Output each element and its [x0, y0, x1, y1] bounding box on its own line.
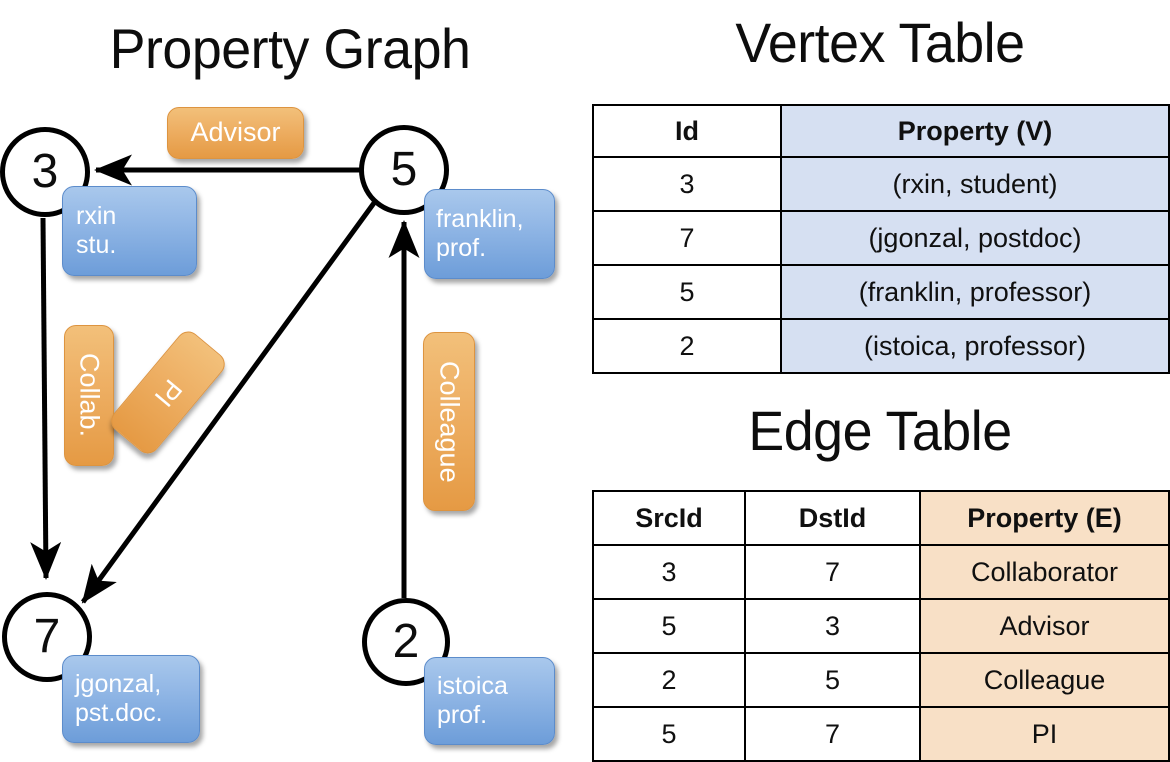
edge-label-text-pi: PI [148, 373, 189, 413]
node-property-label-franklin: franklin, prof. [424, 189, 555, 279]
vertex-table-row[interactable]: 7 (jgonzal, postdoc) [592, 210, 1170, 266]
node-property-label-rxin: rxin stu. [62, 186, 197, 276]
page-title-vertex-table: Vertex Table [735, 11, 1025, 74]
edge-table-header-dstid: DstId [744, 490, 921, 546]
edge-label-text-colleague: Colleague [434, 360, 465, 483]
vertex-cell-property: (istoica, professor) [780, 318, 1170, 374]
node-property-label-istoica: istoica prof. [424, 657, 555, 745]
edge-line-collab [30, 217, 62, 580]
property-graph-diagram: 3 5 7 2 rxin stu. franklin, prof. jgonza… [0, 0, 585, 760]
edge-label-colleague: Colleague [423, 332, 475, 511]
edge-cell-property: PI [919, 706, 1170, 762]
node-property-text-rxin: rxin stu. [76, 201, 117, 260]
edge-table-row[interactable]: 5 3 Advisor [592, 598, 1170, 654]
edge-label-advisor: Advisor [167, 107, 304, 159]
edge-line-pi [80, 201, 377, 604]
node-property-text-franklin: franklin, prof. [436, 204, 524, 263]
vertex-cell-id: 2 [592, 318, 782, 374]
graph-node-5[interactable]: 5 [359, 125, 449, 215]
edge-cell-dst: 7 [744, 706, 921, 762]
edge-table-header-srcid: SrcId [592, 490, 746, 546]
vertex-cell-id: 7 [592, 210, 782, 266]
graph-node-5-id: 5 [390, 143, 418, 196]
graph-edges-svg [30, 154, 420, 604]
edge-cell-property: Colleague [919, 652, 1170, 708]
edge-label-collab: Collab. [64, 325, 114, 466]
edge-label-text-collab: Collab. [74, 353, 105, 438]
page-title-edge-table: Edge Table [748, 399, 1012, 462]
edge-cell-src: 5 [592, 598, 746, 654]
graph-node-2-id: 2 [392, 615, 420, 668]
graph-node-3-id: 3 [31, 145, 59, 198]
edge-table-header-row: SrcId DstId Property (E) [592, 490, 1170, 546]
edge-cell-src: 5 [592, 706, 746, 762]
page-title-property-graph: Property Graph [109, 17, 471, 80]
edge-cell-dst: 7 [744, 544, 921, 600]
graph-node-7-id: 7 [33, 610, 61, 663]
node-property-label-jgonzal: jgonzal, pst.doc. [62, 655, 200, 743]
edge-table-header-property: Property (E) [919, 490, 1170, 546]
vertex-table-header-id: Id [592, 104, 782, 158]
vertex-cell-property: (franklin, professor) [780, 264, 1170, 320]
vertex-table-row[interactable]: 2 (istoica, professor) [592, 318, 1170, 374]
vertex-cell-property: (rxin, student) [780, 156, 1170, 212]
vertex-table-row[interactable]: 3 (rxin, student) [592, 156, 1170, 212]
graph-node-2[interactable]: 2 [362, 598, 450, 686]
edge-table-row[interactable]: 5 7 PI [592, 706, 1170, 762]
edge-cell-property: Advisor [919, 598, 1170, 654]
node-property-text-jgonzal: jgonzal, pst.doc. [75, 669, 163, 728]
edge-cell-dst: 3 [744, 598, 921, 654]
edge-table-row[interactable]: 2 5 Colleague [592, 652, 1170, 708]
edge-table-row[interactable]: 3 7 Collaborator [592, 544, 1170, 600]
vertex-table-header-property: Property (V) [780, 104, 1170, 158]
node-property-text-istoica: istoica prof. [437, 671, 508, 730]
edge-cell-dst: 5 [744, 652, 921, 708]
vertex-cell-id: 3 [592, 156, 782, 212]
edge-cell-src: 3 [592, 544, 746, 600]
edge-label-text-advisor: Advisor [190, 117, 281, 148]
vertex-cell-id: 5 [592, 264, 782, 320]
vertex-table: Id Property (V) 3 (rxin, student) 7 (jgo… [592, 104, 1170, 374]
vertex-table-header-row: Id Property (V) [592, 104, 1170, 158]
vertex-cell-property: (jgonzal, postdoc) [780, 210, 1170, 266]
edge-cell-src: 2 [592, 652, 746, 708]
vertex-table-row[interactable]: 5 (franklin, professor) [592, 264, 1170, 320]
edge-cell-property: Collaborator [919, 544, 1170, 600]
edge-table: SrcId DstId Property (E) 3 7 Collaborato… [592, 490, 1170, 762]
